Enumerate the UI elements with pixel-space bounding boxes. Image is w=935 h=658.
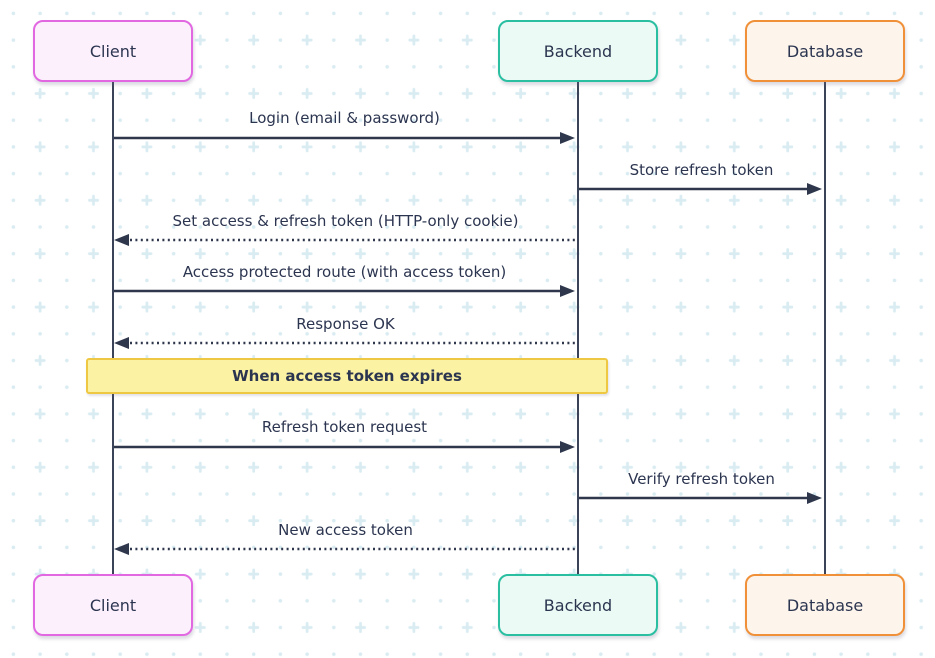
actor-label-backend-top: Backend [543, 41, 613, 61]
actor-label-database-bottom: Database [786, 595, 864, 615]
actor-box-client-top: Client [33, 20, 193, 82]
message-label-new-access-token: New access token [278, 521, 413, 539]
actor-box-database-top: Database [745, 20, 905, 82]
actor-box-backend-top: Backend [498, 20, 658, 82]
actor-box-database-bottom: Database [745, 574, 905, 636]
arrowhead-verify-refresh-token [807, 492, 822, 504]
actor-label-client-bottom: Client [89, 595, 137, 615]
message-label-verify-refresh-token: Verify refresh token [628, 470, 775, 488]
arrowhead-store-refresh-token [807, 183, 822, 195]
message-label-store-refresh-token: Store refresh token [629, 161, 774, 179]
actor-label-backend-bottom: Backend [543, 595, 613, 615]
message-label-login: Login (email & password) [249, 109, 440, 127]
actor-label-database-top: Database [786, 41, 864, 61]
arrowhead-set-tokens [114, 234, 129, 246]
actor-label-client-top: Client [89, 41, 137, 61]
arrowhead-login [560, 132, 575, 144]
message-label-set-tokens: Set access & refresh token (HTTP-only co… [172, 212, 519, 230]
note-label: When access token expires [232, 367, 462, 385]
note-when-access-token-expires: When access token expires [86, 358, 608, 394]
arrowhead-new-access-token [114, 543, 129, 555]
message-label-refresh-request: Refresh token request [261, 418, 428, 436]
arrowhead-response-ok [114, 337, 129, 349]
actor-box-backend-bottom: Backend [498, 574, 658, 636]
message-label-access-route: Access protected route (with access toke… [182, 263, 507, 281]
message-label-response-ok: Response OK [296, 315, 395, 333]
arrowhead-refresh-request [560, 441, 575, 453]
arrowhead-access-route [560, 285, 575, 297]
actor-box-client-bottom: Client [33, 574, 193, 636]
